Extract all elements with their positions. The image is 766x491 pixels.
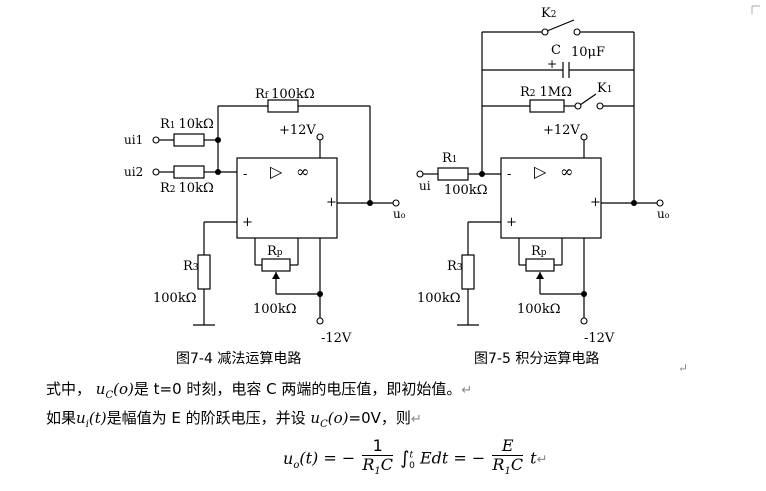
fig74-triangle-icon: ▷ [270,162,283,181]
fig74-out-plus: + [326,195,337,210]
fig74-rp-value: 100kΩ [253,302,296,317]
fig74-r1-resistor [173,133,205,147]
fig75-opamp [500,157,602,239]
line1-prefix: 式中， [46,380,92,398]
line2-return-mark: ↵ [410,412,422,427]
fig75-k2-label: K2 [541,6,556,21]
fig74-vneg-label: -12V [321,331,352,346]
fig75-k1-label: K1 [597,81,612,96]
fig74-caption: 图7-4 减法运算电路 [176,351,301,367]
fig74-r3-resistor [197,254,211,290]
fig75-circuit: - + + ▷ ∞ [416,6,670,367]
fig74-minus-sign: - [243,167,247,182]
fig75-triangle-icon: ▷ [534,162,547,181]
fig74-vneg-terminal [316,317,324,325]
fig75-r1-name: R1 [442,151,458,166]
fig74-ui2-terminal [152,168,160,176]
fig74-ui2-label: ui2 [124,165,143,179]
eq-lhs-arg: (t) = − [299,448,356,468]
fig75-ui-terminal [416,170,424,178]
fig75-ui-label: ui [419,179,431,193]
fig75-caption: 图7-5 积分运算电路 [474,351,599,367]
fig75-r3-value: 100kΩ [417,291,460,306]
fig74-ui1-label: ui1 [124,133,143,147]
fig74-infinity-icon: ∞ [296,162,309,181]
fig74-uo-label: uo [393,207,406,221]
fig75-vneg-terminal [580,317,588,325]
fig74-vpos-label: +12V [279,123,316,138]
fig75-c-label: C [551,43,561,58]
fig75-rp-value: 100kΩ [517,302,560,317]
fig75-output-terminal [656,199,664,207]
eq-return-mark: ↵ [536,452,548,468]
fig74-rp-name: Rp [267,244,283,259]
fig74-rp-pot [261,258,291,272]
fig74-ui1-terminal [152,136,160,144]
eq-integral: ∫t0 [400,447,415,471]
fig75-k2-switch [541,28,549,36]
caption-return-mark: ↵ [678,361,688,375]
fig75-infinity-icon: ∞ [560,162,573,181]
fig74-opamp [236,157,338,239]
fig74-output-terminal [392,199,400,207]
fig75-vpos-label: +12V [543,123,580,138]
text-line-1: 式中， uC(o)是 t=0 时刻，电容 C 两端的电压值，即初始值。↵ [46,378,472,401]
line2-suffix: =0V，则 [348,409,411,427]
fig75-r1-resistor [437,167,469,181]
fig75-r3-name: R3 [447,259,463,274]
fig75-vneg-label: -12V [584,331,615,346]
line2-symbol: ui(t) [76,409,107,430]
fig75-rp-name: Rp [531,244,547,259]
fig75-out-plus: + [590,195,601,210]
fig74-r3-value: 100kΩ [153,291,196,306]
fig74-circuit: - + + ▷ ∞ [124,87,406,367]
fig75-plus-sign: + [506,215,517,230]
fig75-c-value: 10μF [571,45,605,60]
fig75-c-plus: + [547,57,557,71]
fig75-k1-switch [574,102,582,110]
line2-prefix: 如果 [46,409,77,427]
fig75-rp-pot [525,258,555,272]
fig75-uo-label: uo [657,207,670,221]
fig75-r3-resistor [461,254,475,290]
fig74-plus-sign: + [242,215,253,230]
fig75-vpos-terminal [580,133,588,141]
fig75-r1-value: 100kΩ [444,183,487,198]
line1-symbol: uC(o) [95,380,134,401]
line1-text: 是 t=0 时刻，电容 C 两端的电压值，即初始值。 [133,380,462,398]
line2-middle: 是幅值为 E 的阶跃电压，并设 [106,409,306,427]
line2-symbol-2: uC(o) [310,409,349,430]
eq-lhs: uo [283,448,300,471]
fig74-r2-resistor [173,165,205,179]
eq-tail: t [530,448,537,468]
text-line-2: 如果ui(t)是幅值为 E 的阶跃电压，并设 uC(o)=0V，则↵ [46,407,422,430]
fig74-vpos-terminal [316,133,324,141]
eq-middle: Edt = − [419,448,486,468]
line1-return-mark: ↵ [461,383,473,398]
fig75-r2-resistor [529,99,565,113]
fig74-r3-name: R3 [183,259,199,274]
fig75-minus-sign: - [507,167,511,182]
